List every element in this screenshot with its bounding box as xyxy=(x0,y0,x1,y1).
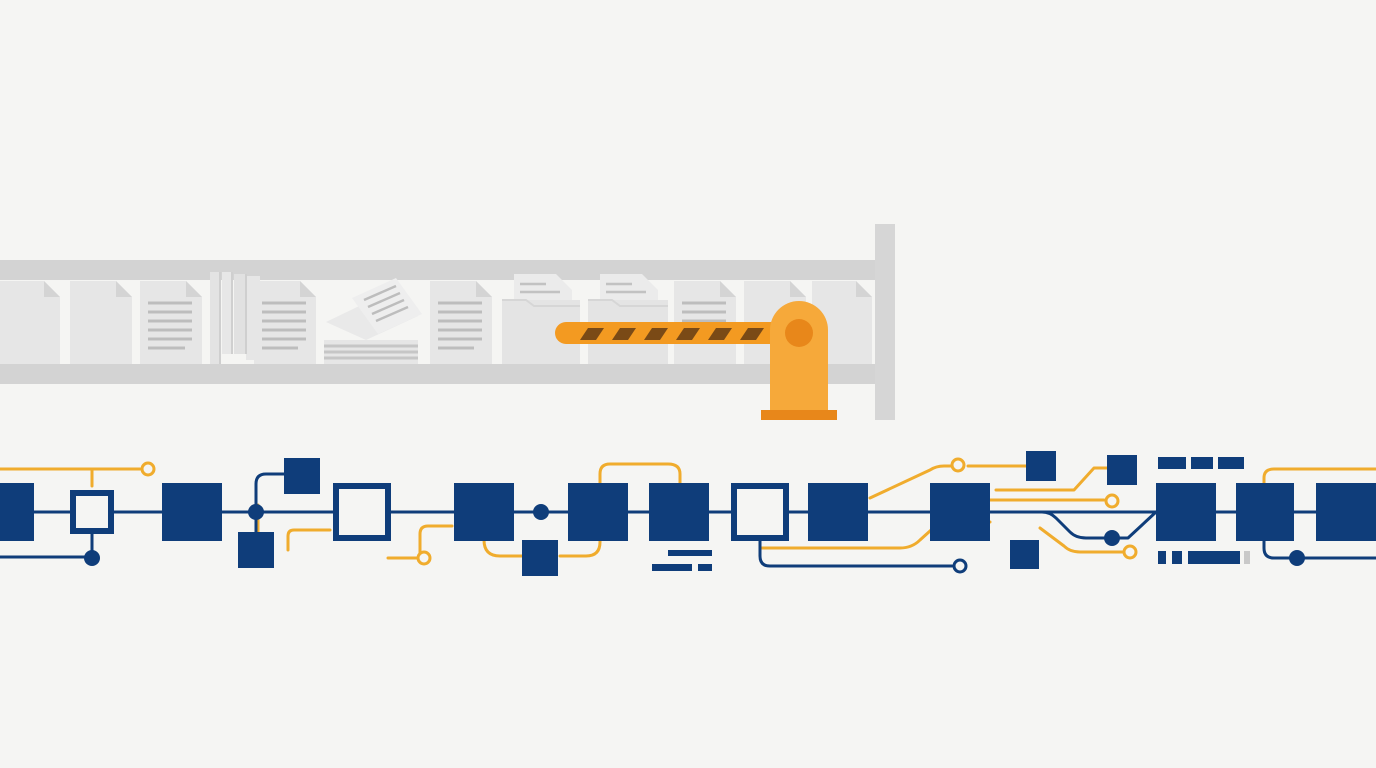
trace-endpoint xyxy=(416,550,432,566)
circuit-node-icon xyxy=(1156,483,1216,541)
trace-endpoint xyxy=(1104,493,1120,509)
paper-pile-icon xyxy=(324,278,422,364)
data-bar xyxy=(1218,457,1244,469)
circuit-node-icon xyxy=(568,483,628,541)
circuit-node-icon xyxy=(1236,483,1294,541)
data-bar xyxy=(1191,457,1213,469)
hollow-node-icon xyxy=(70,490,114,534)
chip-icon xyxy=(1107,455,1137,485)
chip-icon xyxy=(522,540,558,576)
documents-row xyxy=(0,272,872,364)
circuit-node-icon xyxy=(808,483,868,541)
circuit-node-icon xyxy=(0,483,34,541)
trace-endpoint xyxy=(1122,544,1138,560)
data-bar xyxy=(652,564,692,571)
satellite-chips xyxy=(238,451,1244,576)
blue-junctions xyxy=(84,504,1305,566)
chip-icon xyxy=(1010,540,1039,569)
circuit-node-icon xyxy=(162,483,222,541)
barrier-base xyxy=(761,410,837,420)
circuit-node-icon xyxy=(930,483,990,541)
junction-dot xyxy=(1104,530,1120,546)
document-icon xyxy=(140,281,202,364)
folder-icon xyxy=(588,274,668,364)
shelf-top-rail xyxy=(0,260,880,280)
hollow-node-icon xyxy=(333,483,391,541)
barrier-arm xyxy=(555,322,785,344)
data-bar xyxy=(1244,551,1250,564)
chip-icon xyxy=(284,458,320,494)
shelf-bottom-rail xyxy=(0,364,880,384)
hollow-nodes xyxy=(70,483,789,541)
barrier-post xyxy=(770,301,828,412)
data-bar xyxy=(1158,551,1166,564)
circuit-node-icon xyxy=(1316,483,1376,541)
junction-dot xyxy=(84,550,100,566)
circuit-nodes xyxy=(0,483,1376,541)
document-icon xyxy=(254,281,316,364)
document-icon xyxy=(70,281,132,364)
circuit-node-icon xyxy=(649,483,709,541)
circuit-node-icon xyxy=(454,483,514,541)
trace-endpoint xyxy=(950,457,966,473)
document-stack-icon xyxy=(210,272,260,364)
barrier-stripes xyxy=(580,328,764,340)
folder-icon xyxy=(502,274,580,364)
hollow-node-icon xyxy=(731,483,789,541)
chip-icon xyxy=(238,532,274,568)
junction-dot xyxy=(1289,550,1305,566)
document-icon xyxy=(0,281,60,364)
gold-endpoints xyxy=(140,457,1138,566)
trace-endpoint xyxy=(140,461,156,477)
data-bar xyxy=(1158,457,1186,469)
document-icon xyxy=(430,281,492,364)
barrier-pivot xyxy=(785,319,813,347)
circuit-pipeline xyxy=(0,451,1376,576)
data-bar xyxy=(1188,551,1240,564)
chip-icon xyxy=(1026,451,1056,481)
junction-dot xyxy=(248,504,264,520)
trace-endpoint xyxy=(952,558,968,574)
data-bar xyxy=(698,564,712,571)
boom-barrier-icon xyxy=(555,301,837,420)
data-bar xyxy=(1172,551,1182,564)
shelf-end-post xyxy=(875,224,895,420)
data-bar xyxy=(668,550,712,556)
junction-dot xyxy=(533,504,549,520)
